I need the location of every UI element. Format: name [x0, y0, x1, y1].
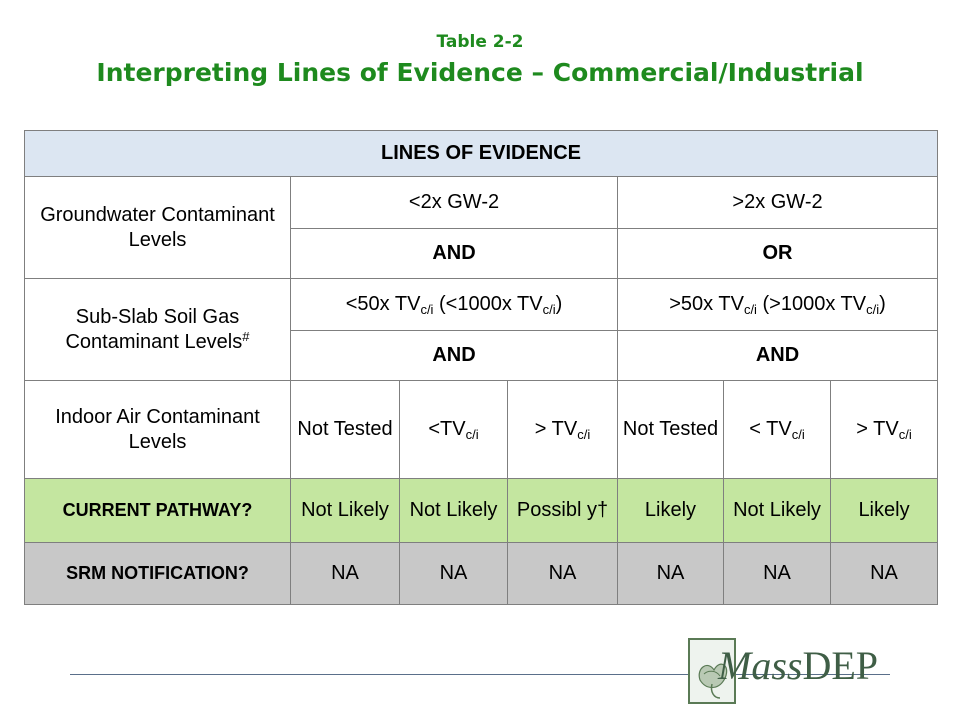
soil-gas-label-mark: # [242, 328, 250, 344]
logo-wordmark-mass: Mass [718, 643, 803, 688]
soil-gas-high-a: >50x TV [669, 293, 744, 315]
srm-notification-cell: NA [507, 542, 618, 605]
indoor-air-cell-text: Not Tested [297, 418, 393, 440]
soil-gas-low-connector: AND [290, 330, 618, 381]
groundwater-high-connector: OR [616, 228, 939, 279]
indoor-air-cell-sub: c/i [791, 427, 805, 442]
massdep-logo: MassDEP [688, 638, 888, 708]
srm-notification-row: SRM NOTIFICATION? NA NA NA NA NA NA [24, 542, 939, 605]
soil-gas-connector-row: AND AND [25, 330, 939, 381]
groundwater-row: Groundwater Contaminant Levels <2x GW-2 … [24, 176, 939, 279]
indoor-air-cell-sub: c/i [898, 427, 912, 442]
logo-emblem-icon [688, 638, 736, 704]
srm-notification-label: SRM NOTIFICATION? [24, 542, 291, 605]
soil-gas-label: Sub-Slab Soil Gas Contaminant Levels# [24, 278, 291, 381]
current-pathway-label: CURRENT PATHWAY? [24, 478, 291, 543]
soil-gas-low-c: ) [555, 293, 563, 315]
indoor-air-cell: Not Tested [617, 380, 724, 479]
groundwater-connector-row: AND OR [25, 228, 939, 279]
page-title: Interpreting Lines of Evidence – Commerc… [96, 58, 864, 87]
indoor-air-cell-sub: c/i [577, 427, 591, 442]
soil-gas-low-sub-b: c/i [542, 302, 556, 317]
soil-gas-low: <50x TVc/i (<1000x TVc/i) [290, 278, 618, 331]
logo-wordmark: MassDEP [718, 642, 878, 689]
soil-gas-high-connector: AND [616, 330, 939, 381]
indoor-air-cell: Not Tested [290, 380, 400, 479]
soil-gas-low-b: (<1000x TV [433, 293, 543, 315]
groundwater-low: <2x GW-2 [290, 176, 618, 229]
indoor-air-label: Indoor Air Contaminant Levels [24, 380, 291, 479]
current-pathway-cell: Not Likely [399, 478, 508, 543]
soil-gas-low-a: <50x TV [345, 293, 421, 315]
soil-gas-high-sub-a: c/i [743, 302, 757, 317]
groundwater-low-connector: AND [290, 228, 618, 279]
indoor-air-cell: < TVc/i [723, 380, 831, 479]
indoor-air-cell-text: <TV [428, 418, 466, 440]
srm-notification-cell: NA [723, 542, 831, 605]
current-pathway-cell: Not Likely [723, 478, 831, 543]
indoor-air-row: Indoor Air Contaminant Levels Not Tested… [24, 380, 939, 479]
header-row: LINES OF EVIDENCE [23, 130, 939, 177]
soil-gas-high-b: (>1000x TV [756, 293, 867, 315]
current-pathway-row: CURRENT PATHWAY? Not Likely Not Likely P… [24, 478, 939, 543]
lines-of-evidence-table: LINES OF EVIDENCE Groundwater Contaminan… [23, 130, 939, 605]
groundwater-label: Groundwater Contaminant Levels [24, 176, 291, 279]
indoor-air-cell: > TVc/i [507, 380, 618, 479]
flower-icon [698, 663, 728, 699]
indoor-air-cell-text: > TV [856, 418, 899, 440]
srm-notification-cell: NA [399, 542, 508, 605]
soil-gas-high: >50x TVc/i (>1000x TVc/i) [616, 278, 939, 331]
soil-gas-high-c: ) [879, 293, 886, 315]
current-pathway-cell: Likely [829, 478, 939, 543]
soil-gas-high-sub-b: c/i [866, 302, 880, 317]
indoor-air-cell-sub: c/i [465, 427, 479, 442]
indoor-air-cell-text: Not Tested [622, 418, 719, 440]
srm-notification-cell: NA [829, 542, 939, 605]
indoor-air-cell-text: > TV [534, 418, 578, 440]
logo-wordmark-dep: DEP [802, 643, 879, 688]
current-pathway-cell: Possibl y† [507, 478, 618, 543]
table-header: LINES OF EVIDENCE [23, 130, 939, 177]
indoor-air-cell: > TVc/i [829, 380, 939, 479]
table-number: Table 2-2 [436, 32, 524, 52]
current-pathway-cell: Not Likely [290, 478, 400, 543]
srm-notification-cell: NA [617, 542, 724, 605]
soil-gas-row: Sub-Slab Soil Gas Contaminant Levels# <5… [24, 278, 939, 381]
srm-notification-cell: NA [290, 542, 400, 605]
groundwater-high: >2x GW-2 [616, 176, 939, 229]
soil-gas-low-sub-a: c/i [420, 302, 434, 317]
current-pathway-cell: Likely [617, 478, 724, 543]
indoor-air-cell-text: < TV [749, 418, 792, 440]
indoor-air-cell: <TVc/i [399, 380, 508, 479]
soil-gas-label-text: Sub-Slab Soil Gas Contaminant Levels [65, 305, 243, 353]
footer-divider [70, 674, 890, 675]
